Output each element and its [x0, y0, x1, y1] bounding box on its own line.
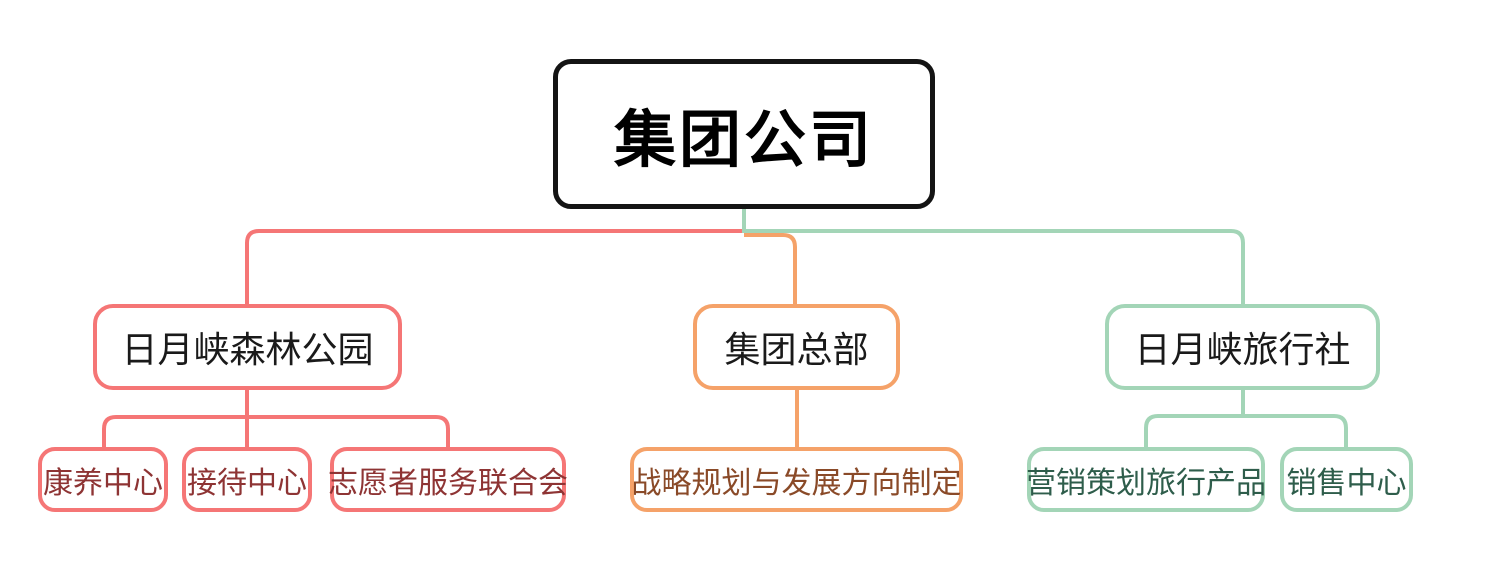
connector-forest-park-children [102, 389, 450, 448]
node-root[interactable]: 集团公司 [553, 59, 935, 209]
node-child-marketing-products[interactable]: 营销策划旅行产品 [1026, 447, 1266, 512]
node-branch-forest-park[interactable]: 日月峡森林公园 [93, 304, 402, 390]
connector-root-to-forest-park [245, 229, 746, 305]
connector-root-to-group-hq [744, 233, 797, 305]
node-child-volunteer-federation[interactable]: 志愿者服务联合会 [328, 447, 568, 512]
node-child-strategy-planning[interactable]: 战略规划与发展方向制定 [630, 447, 963, 512]
node-child-reception-center[interactable]: 接待中心 [182, 447, 312, 512]
node-branch-group-hq[interactable]: 集团总部 [693, 304, 900, 390]
connector-root-to-travel-agency [742, 229, 1245, 305]
connector-travel-agency-children [1144, 389, 1348, 448]
node-child-sales-center[interactable]: 销售中心 [1280, 447, 1413, 512]
node-child-wellness-center[interactable]: 康养中心 [38, 447, 168, 512]
node-branch-travel-agency[interactable]: 日月峡旅行社 [1105, 304, 1380, 390]
